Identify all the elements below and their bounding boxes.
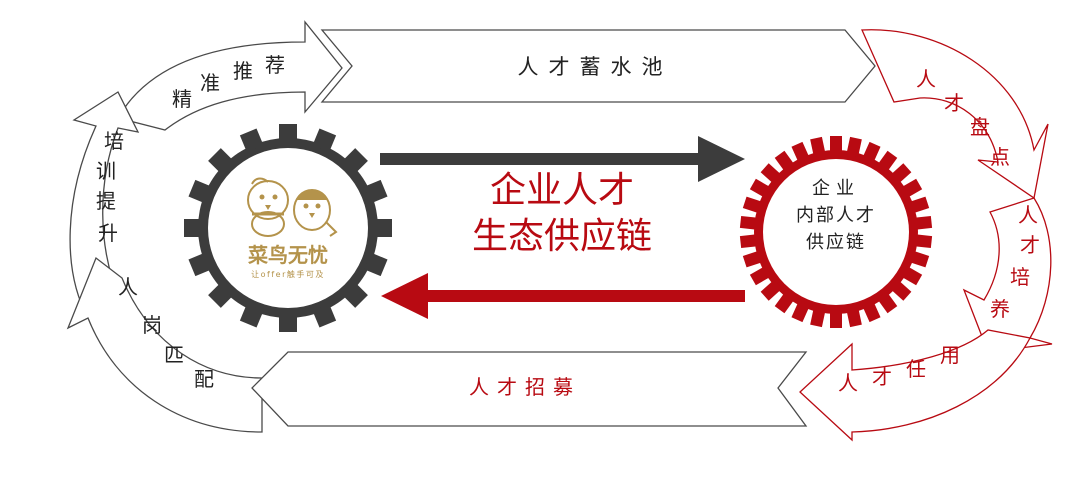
right-gear-label-line1: 企业 <box>812 178 860 199</box>
logo-brand: 菜鸟无忧 <box>247 243 328 267</box>
right-loop-bottom-arrow <box>799 329 1031 442</box>
label-r1-1: 才 <box>944 91 964 115</box>
gear-tooth <box>279 314 297 332</box>
label-xun: 训 <box>96 159 116 183</box>
gear-tooth <box>862 141 881 164</box>
right-loop-labels: 人 才 盘 点 人 才 培 养 人 才 任 用 <box>838 67 1040 395</box>
gear-tooth <box>239 128 264 152</box>
label-r2-2: 培 <box>1010 265 1030 289</box>
gear-tooth <box>889 279 912 301</box>
label-ren: 人 <box>118 275 138 299</box>
logo: 菜鸟无忧 让offer触手可及 <box>247 177 338 279</box>
label-sheng: 升 <box>98 221 118 245</box>
label-r2-1: 才 <box>1020 233 1040 257</box>
gear-tooth <box>279 124 297 142</box>
gear-tooth <box>742 250 764 268</box>
gear-tooth <box>188 179 212 204</box>
center-title-line1: 企业人才 <box>490 170 634 211</box>
gear-tooth <box>184 219 202 237</box>
top-arrow-shape <box>320 29 876 103</box>
gear-tooth <box>342 148 368 174</box>
left-loop-bottom-arrow <box>66 256 263 433</box>
label-pi: 匹 <box>164 343 184 367</box>
gear-tooth <box>188 252 212 277</box>
left-loop-labels: 精 准 推 荐 培 训 提 升 人 岗 匹 配 <box>96 53 285 391</box>
logo-tagline: 让offer触手可及 <box>251 269 325 279</box>
label-gang: 岗 <box>142 313 162 337</box>
right-loop <box>799 29 1053 442</box>
gear-tooth <box>810 307 826 328</box>
gear-tooth <box>912 234 933 249</box>
gear-tooth <box>760 279 783 301</box>
right-gear-label-line2: 内部人才 <box>796 205 876 226</box>
gear-tooth <box>846 307 862 328</box>
bottom-arrow-label: 人才招募 <box>469 375 581 399</box>
right-gear-label-line3: 供应链 <box>806 232 866 253</box>
left-gear-inner-disc <box>208 148 368 308</box>
arrow-to-left <box>381 273 745 319</box>
gear-tooth <box>912 215 933 230</box>
gear-tooth <box>742 196 764 214</box>
label-jian: 荐 <box>265 53 285 77</box>
gear-tooth <box>342 282 368 308</box>
label-tui: 推 <box>233 59 253 83</box>
gear-tooth <box>791 141 810 164</box>
center-title-line2: 生态供应链 <box>472 216 652 257</box>
gear-tooth <box>830 136 842 154</box>
gear-tooth <box>312 128 337 152</box>
gear-tooth <box>862 300 881 323</box>
label-r3-1: 才 <box>872 365 892 389</box>
label-r1-0: 人 <box>916 67 936 91</box>
label-r3-2: 任 <box>906 357 926 381</box>
arrow-to-right <box>380 136 745 182</box>
gear-tooth <box>908 196 930 214</box>
top-arrow-label: 人才蓄水池 <box>518 55 673 79</box>
right-loop-top-arrow <box>861 29 1049 200</box>
gear-tooth <box>876 291 898 314</box>
gear-tooth <box>312 304 337 328</box>
gear-tooth <box>900 178 923 199</box>
gear-tooth <box>774 150 796 173</box>
gear-tooth <box>846 136 862 157</box>
gear-tooth <box>760 163 783 185</box>
label-r3-3: 用 <box>940 343 960 367</box>
label-r2-3: 养 <box>990 297 1010 321</box>
label-r1-2: 盘 <box>970 115 990 139</box>
left-loop <box>66 20 343 433</box>
label-pei: 培 <box>104 129 124 153</box>
gear-tooth <box>739 215 760 230</box>
right-gear-inner-disc <box>763 159 909 305</box>
gear-tooth <box>810 136 826 157</box>
label-peiz: 配 <box>194 367 214 391</box>
label-r3-0: 人 <box>838 371 858 395</box>
left-loop-top-arrow <box>117 20 343 131</box>
right-loop-middle-arrow <box>962 197 1053 353</box>
gear-tooth <box>749 265 772 286</box>
left-loop-left-arrow <box>69 91 140 319</box>
gear-tooth <box>374 219 392 237</box>
label-jing: 精 <box>172 87 192 111</box>
bird-mascots-icon <box>247 177 338 237</box>
label-zhun: 准 <box>200 71 220 95</box>
label-ti: 提 <box>96 189 116 213</box>
label-r1-3: 点 <box>990 145 1010 169</box>
gear-tooth <box>908 250 930 268</box>
gear-tooth <box>791 300 810 323</box>
gear-tooth <box>889 163 912 185</box>
gear-tooth <box>900 265 923 286</box>
bottom-arrow-shape <box>251 351 808 427</box>
gear-tooth <box>774 291 796 314</box>
gear-tooth <box>239 304 264 328</box>
gear-tooth <box>876 150 898 173</box>
gear-tooth <box>830 310 842 328</box>
gear-tooth <box>364 252 388 277</box>
gear-tooth <box>208 282 234 308</box>
gear-tooth <box>364 179 388 204</box>
label-r2-0: 人 <box>1018 203 1038 227</box>
gear-tooth <box>749 178 772 199</box>
gear-tooth <box>739 234 760 249</box>
